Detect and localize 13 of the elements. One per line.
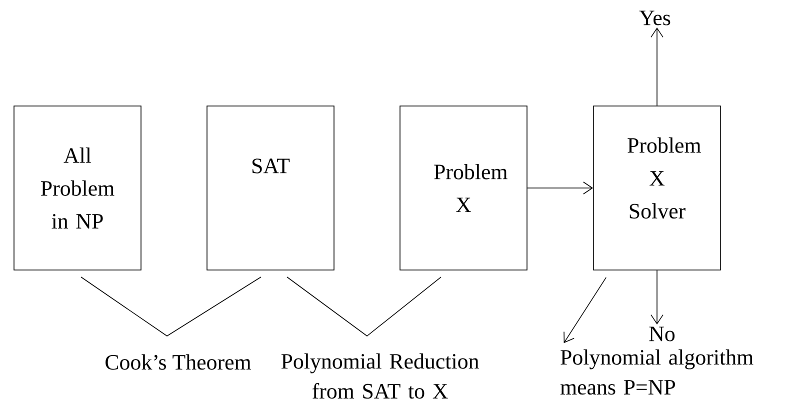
arrow xyxy=(650,27,664,106)
caption-text: Cook’s Theorem xyxy=(106,354,251,370)
arrow xyxy=(527,182,594,194)
process-box: SAT xyxy=(206,106,334,270)
process-box: Problem X Solver xyxy=(593,106,721,270)
caption-text: Polynomial Reduction from SAT to X xyxy=(281,353,479,399)
process-box: Problem X xyxy=(400,106,528,270)
arrow xyxy=(564,277,606,344)
process-box: All Problem in NP xyxy=(14,106,142,270)
note-text: Polynomial algorithm means P=NP xyxy=(560,349,754,395)
label-text: No xyxy=(649,326,675,342)
label-text: Yes xyxy=(639,10,670,26)
arrow xyxy=(650,270,664,325)
